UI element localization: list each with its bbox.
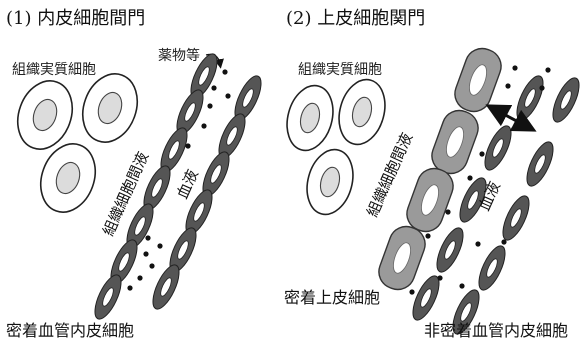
panel-2: (2) 上皮細胞関門 組織実質細胞 [280, 8, 581, 340]
tissue-cell [332, 74, 392, 149]
panel-1-tissue-label: 組織実質細胞 [12, 62, 96, 78]
endothelial-wall-tight-right [148, 72, 267, 312]
panel-2-tissue-label: 組織実質細胞 [298, 62, 382, 78]
tissue-cell [280, 80, 340, 155]
panel-1-title: (1) 内皮細胞間門 [6, 8, 145, 29]
tissue-cell [300, 144, 360, 219]
panel-2-epithelial-label: 密着上皮細胞 [284, 288, 380, 307]
panel-2-title: (2) 上皮細胞関門 [286, 8, 425, 29]
panel-1: (1) 内皮細胞間門 組織実質細胞 薬物等 [6, 8, 266, 340]
panel-2-bottom-label: 非密着血管内皮細胞 [424, 321, 568, 340]
panel-1-bottom-label: 密着血管内皮細胞 [6, 321, 134, 340]
panel-1-drug-label: 薬物等 [158, 47, 200, 64]
tissue-cell [74, 66, 147, 150]
